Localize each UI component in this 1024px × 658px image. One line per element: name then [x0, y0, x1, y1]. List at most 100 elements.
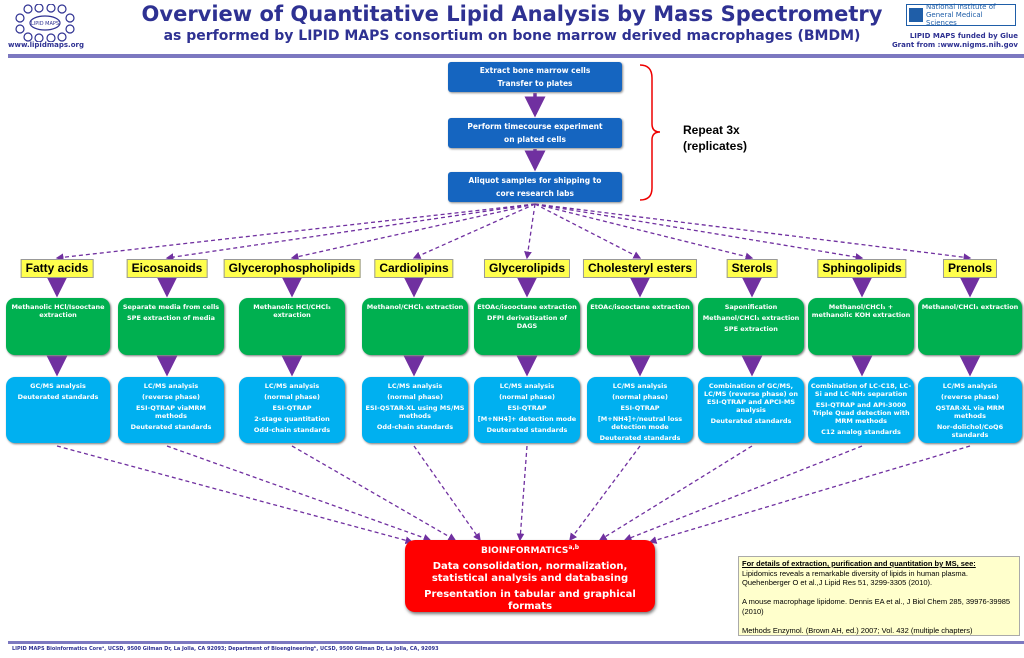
analysis-line: Combination of LC-C18, LC-Si and LC-NH₂ … [810, 382, 912, 398]
lipidmaps-url[interactable]: www.lipidmaps.org [8, 41, 84, 49]
workflow-step-aliquot: Aliquot samples for shipping to core rese… [448, 172, 622, 202]
funded-line2: Grant from :www.nigms.nih.gov [891, 41, 1018, 49]
dashed-arrow-to-bioinformatics [598, 445, 753, 541]
analysis-line: LC/MS analysis [612, 382, 668, 390]
analysis-line: Deuterated standards [17, 393, 99, 401]
extraction-line: SPE extraction of media [127, 314, 215, 322]
dashed-arrow-to-category [290, 203, 536, 261]
extraction-box: Methanol/CHCl₃ extraction [918, 298, 1022, 355]
category-header: Cholesteryl esters [582, 259, 698, 278]
lipid-maps-logo: LIPID MAPS [14, 4, 76, 42]
extraction-line: SPE extraction [724, 325, 778, 333]
extraction-box: Methanolic HCl/Isooctane extraction [6, 298, 110, 355]
analysis-box: LC/MS analysis(reverse phase)ESI-QTRAP v… [118, 377, 224, 443]
dashed-arrow-to-category [534, 203, 972, 262]
step-line: Transfer to plates [497, 79, 573, 88]
analysis-line: LC/MS analysis [143, 382, 199, 390]
references-box: For details of extraction, purification … [738, 556, 1020, 636]
extraction-line: Saponification [724, 303, 778, 311]
header-divider [8, 54, 1024, 58]
extraction-line: EtOAc/isooctane extraction [590, 303, 690, 311]
reference-1: Lipidomics reveals a remarkable diversit… [742, 568, 968, 588]
dashed-arrow-to-category [534, 203, 864, 261]
analysis-line: (normal phase) [387, 393, 443, 401]
workflow-step-timecourse: Perform timecourse experiment on plated c… [448, 118, 622, 148]
extraction-line: Methanol/CHCl₃ extraction [702, 314, 800, 322]
category-header: Prenols [942, 259, 998, 278]
analysis-box: Combination of LC-C18, LC-Si and LC-NH₂ … [808, 377, 914, 443]
analysis-line: (reverse phase) [142, 393, 200, 401]
svg-text:LIPID MAPS: LIPID MAPS [31, 21, 59, 27]
analysis-line: LC/MS analysis [264, 382, 320, 390]
step-line: on plated cells [504, 135, 566, 144]
analysis-line: Deuterated standards [599, 434, 681, 442]
step-line: Extract bone marrow cells [479, 66, 591, 75]
extraction-line: Methanolic HCl/CHCl₃ extraction [253, 303, 331, 319]
reference-2: A mouse macrophage lipidome. Dennis EA e… [742, 597, 1011, 616]
extraction-line: Methanol/CHCl₃ + methanolic KOH extracti… [811, 303, 911, 319]
analysis-line: Nor-dolichol/CoQ6 standards [936, 423, 1004, 439]
analysis-line: (normal phase) [264, 393, 320, 401]
category-header: Glycerophospholipids [223, 259, 361, 278]
category-header: Sterols [726, 259, 778, 278]
analysis-line: C12 analog standards [821, 428, 901, 436]
footer-divider [8, 641, 1024, 644]
analysis-box: LC/MS analysis(reverse phase)QSTAR-XL vi… [918, 377, 1022, 443]
bio-line2: Presentation in tabular and graphical fo… [424, 589, 636, 612]
analysis-line: [M+NH4]+ detection mode [477, 415, 577, 423]
extraction-box: EtOAc/isooctane extraction [587, 298, 693, 355]
category-header: Eicosanoids [126, 259, 208, 278]
analysis-line: LC/MS analysis [387, 382, 443, 390]
step-line: Aliquot samples for shipping to [468, 176, 602, 185]
extraction-line: EtOAc/isooctane extraction [477, 303, 577, 311]
bio-line1: Data consolidation, normalization, stati… [431, 561, 629, 584]
dashed-arrow-to-bioinformatics [623, 445, 863, 542]
bio-title: BIOINFORMATICS [480, 546, 569, 556]
analysis-line: Odd-chain standards [376, 423, 454, 431]
footer-address: LIPID MAPS Bioinformatics Coreᵃ, UCSD, 9… [12, 646, 439, 652]
extraction-line: DFPI derivatization of DAGS [487, 314, 567, 330]
dashed-arrow-to-category [534, 203, 642, 259]
dashed-arrow-to-bioinformatics [516, 445, 528, 542]
category-header: Cardiolipins [374, 259, 454, 278]
analysis-box: Combination of GC/MS, LC/MS (reverse pha… [698, 377, 804, 443]
repeat-label: Repeat 3x(replicates) [683, 122, 747, 154]
extraction-line: Methanol/CHCl₃ extraction [921, 303, 1019, 311]
analysis-line: (normal phase) [612, 393, 668, 401]
dashed-arrow-to-bioinformatics [413, 445, 481, 542]
analysis-line: ESI-QTRAP [272, 404, 312, 412]
extraction-line: Separate media from cells [122, 303, 220, 311]
extraction-box: Methanol/CHCl₃ + methanolic KOH extracti… [808, 298, 914, 355]
dashed-arrow-to-bioinformatics [56, 445, 414, 545]
dashed-arrow-to-category [524, 203, 536, 260]
category-header: Sphingolipids [817, 259, 907, 278]
dashed-arrow-to-bioinformatics [166, 445, 432, 542]
dashed-arrow-to-category [534, 203, 754, 261]
nigms-line1: National Institute of [926, 3, 996, 11]
extraction-box: Methanolic HCl/CHCl₃ extraction [239, 298, 345, 355]
dashed-arrow-to-bioinformatics [291, 445, 457, 541]
extraction-line: Methanolic HCl/Isooctane extraction [11, 303, 105, 319]
nigms-line2: General Medical Sciences [926, 11, 983, 27]
analysis-box: LC/MS analysis(normal phase)ESI-QTRAP[M+… [474, 377, 580, 443]
nigms-emblem-icon [909, 8, 923, 22]
analysis-line: LC/MS analysis [499, 382, 555, 390]
analysis-line: ESI-QTRAP [620, 404, 660, 412]
step-line: Perform timecourse experiment [467, 122, 603, 131]
analysis-line: [M+NH4]+/neutral loss detection mode [597, 415, 683, 431]
category-header: Fatty acids [20, 259, 94, 278]
analysis-box: LC/MS analysis (normal phase) ESI-QTRAP [M+… [587, 377, 693, 443]
repeat-line1: Repeat 3x [683, 123, 740, 137]
extraction-box: Methanol/CHCl₃ extraction [362, 298, 468, 355]
step-line: core research labs [496, 189, 574, 198]
reference-3: Methods Enzymol. (Brown AH, ed.) 2007; V… [742, 625, 973, 635]
analysis-line: Deuterated standards [130, 423, 212, 431]
analysis-line: QSTAR-XL via MRM methods [935, 404, 1005, 420]
